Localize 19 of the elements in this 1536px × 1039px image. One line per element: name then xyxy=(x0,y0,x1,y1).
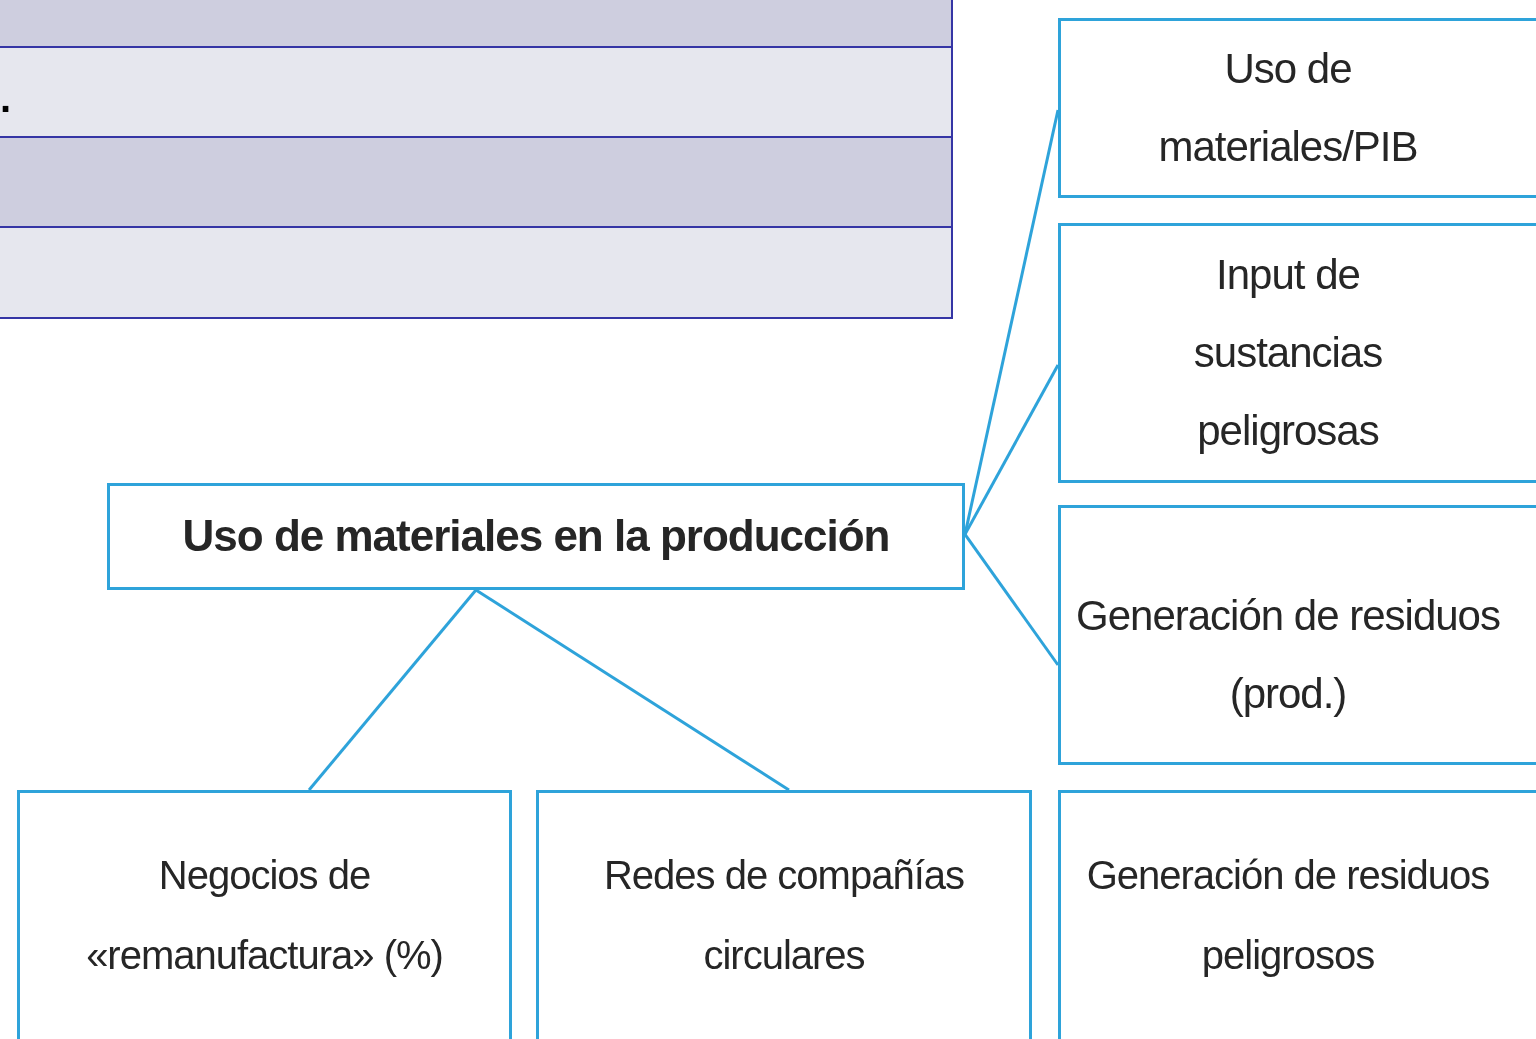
connector-line xyxy=(475,588,790,792)
connector-line xyxy=(307,589,478,791)
text-box xyxy=(1058,223,1536,483)
connector-line xyxy=(963,533,1060,666)
box-text: Uso de materiales/PIB xyxy=(1157,44,1419,172)
text-box xyxy=(1058,505,1536,765)
heading-text: Uso de materiales en la producción xyxy=(182,510,890,563)
box-text: Input de sustancias peligrosas xyxy=(1192,250,1384,456)
table-text: . xyxy=(0,78,12,118)
box-text: Redes de compañías circulares xyxy=(603,852,965,979)
box-text: Negocios de «remanufactura» (%) xyxy=(85,852,444,979)
text-box xyxy=(1058,790,1536,1039)
box-text: Generación de residuos peligrosos xyxy=(1085,852,1491,979)
connector-line xyxy=(963,364,1060,536)
text-box xyxy=(17,790,512,1039)
text-box xyxy=(107,483,965,590)
box-text: Generación de residuos (prod.) xyxy=(1075,591,1501,719)
text-box xyxy=(536,790,1032,1039)
text-box xyxy=(1058,18,1536,198)
